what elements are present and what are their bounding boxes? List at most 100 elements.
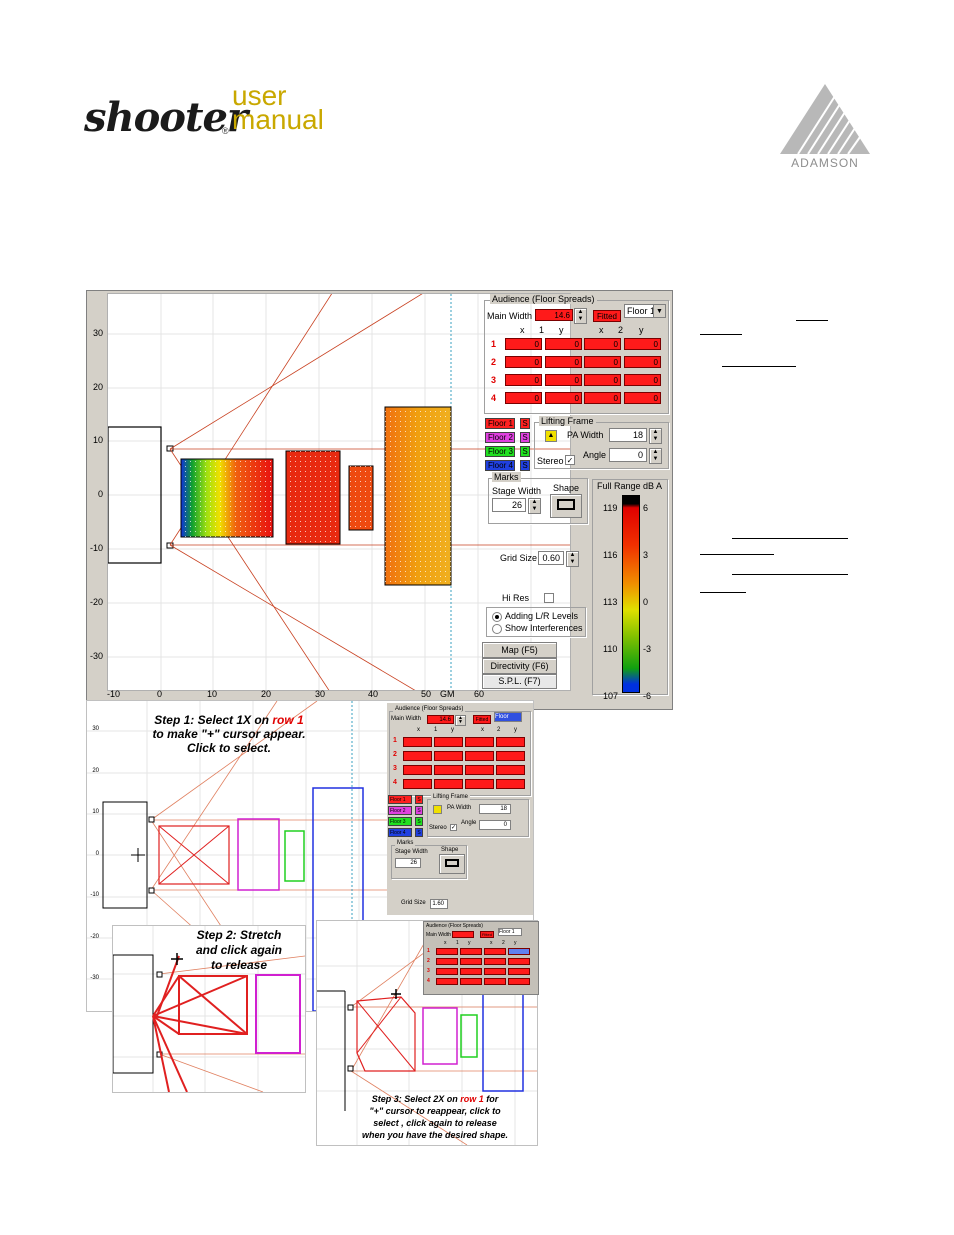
step3-cell[interactable] xyxy=(484,948,506,955)
step3-cell[interactable] xyxy=(484,968,506,975)
step1-cell[interactable] xyxy=(403,779,432,789)
stereo-checkbox[interactable]: ✓ xyxy=(565,455,575,465)
audience-cell[interactable]: 0 xyxy=(505,392,542,404)
step1-cell[interactable] xyxy=(496,765,525,775)
step1-floor-solo-button[interactable]: S xyxy=(415,795,423,804)
audience-cell[interactable]: 0 xyxy=(505,356,542,368)
audience-cell[interactable]: 0 xyxy=(545,338,582,350)
step3-cell[interactable] xyxy=(508,978,530,985)
step3-fitted-button[interactable]: Fitted xyxy=(480,931,494,938)
step1-floor-solo-button[interactable]: S xyxy=(415,806,423,815)
step1-stage-width-field[interactable]: 26 xyxy=(395,858,421,868)
step1-floor-solo-button[interactable]: S xyxy=(415,828,423,837)
audience-cell[interactable]: 0 xyxy=(505,374,542,386)
step1-floor-button[interactable]: Floor 3 xyxy=(388,817,412,826)
audience-cell[interactable]: 0 xyxy=(624,392,661,404)
pa-width-spinner[interactable]: ▲▼ xyxy=(649,428,662,444)
step1-cell[interactable] xyxy=(434,765,463,775)
stage-width-spinner[interactable]: ▲▼ xyxy=(528,498,541,514)
main-width-spinner[interactable]: ▲▼ xyxy=(574,308,587,324)
step1-cell[interactable] xyxy=(403,751,432,761)
step3-cell[interactable] xyxy=(460,978,482,985)
step1-floor-button[interactable]: Floor 4 xyxy=(388,828,412,837)
step1-cell[interactable] xyxy=(465,779,494,789)
pa-width-field[interactable]: 18 xyxy=(609,428,647,442)
floor-solo-button[interactable]: S xyxy=(520,446,530,457)
audience-cell[interactable]: 0 xyxy=(545,392,582,404)
stage-width-field[interactable]: 26 xyxy=(492,498,526,512)
step3-cell[interactable] xyxy=(484,978,506,985)
floor-solo-button[interactable]: S xyxy=(520,432,530,443)
floor-solo-button[interactable]: S xyxy=(520,460,530,471)
fitted-button[interactable]: Fitted xyxy=(593,310,621,322)
radio-adding-levels[interactable] xyxy=(492,612,502,622)
step3-cell[interactable] xyxy=(436,948,458,955)
step1-pa-width-field[interactable]: 18 xyxy=(479,804,511,814)
step3-cell[interactable] xyxy=(436,968,458,975)
spl-map-plot[interactable] xyxy=(107,283,571,705)
chevron-down-icon[interactable]: ▼ xyxy=(653,305,665,317)
step1-cell[interactable] xyxy=(434,751,463,761)
audience-cell[interactable]: 0 xyxy=(584,356,621,368)
step1-up-arrow-icon[interactable] xyxy=(433,805,442,814)
step3-floor-select[interactable]: Floor 1 xyxy=(498,928,522,936)
up-arrow-icon[interactable]: ▲ xyxy=(545,430,557,442)
step3-cell[interactable] xyxy=(484,958,506,965)
step3-cell[interactable] xyxy=(460,948,482,955)
audience-cell[interactable]: 0 xyxy=(505,338,542,350)
spl-button[interactable]: S.P.L. (F7) xyxy=(482,674,557,689)
step1-cell[interactable] xyxy=(465,765,494,775)
step3-cell[interactable] xyxy=(508,948,530,955)
step1-cell[interactable] xyxy=(465,737,494,747)
audience-cell[interactable]: 0 xyxy=(545,374,582,386)
step1-cell[interactable] xyxy=(496,779,525,789)
hi-res-checkbox[interactable] xyxy=(544,593,554,603)
step1-shape-button[interactable] xyxy=(439,854,465,874)
step3-cell[interactable] xyxy=(460,958,482,965)
floor-button[interactable]: Floor 4 xyxy=(485,460,515,471)
angle-spinner[interactable]: ▲▼ xyxy=(649,448,662,464)
floor-solo-button[interactable]: S xyxy=(520,418,530,429)
step3-cell[interactable] xyxy=(436,978,458,985)
shape-button[interactable] xyxy=(550,494,582,518)
step1-spinner[interactable]: ▲▼ xyxy=(455,715,466,726)
floor-select[interactable]: Floor 1▼ xyxy=(624,304,666,318)
step1-main-width-field[interactable]: 14.6 xyxy=(427,715,454,724)
step1-grid-size-field[interactable]: 1.60 xyxy=(430,899,448,909)
step1-stereo-checkbox[interactable]: ✓ xyxy=(450,824,457,831)
audience-cell[interactable]: 0 xyxy=(545,356,582,368)
map-button[interactable]: Map (F5) xyxy=(482,642,557,658)
step1-angle-field[interactable]: 0 xyxy=(479,820,511,830)
audience-cell[interactable]: 0 xyxy=(584,392,621,404)
radio-show-interferences[interactable] xyxy=(492,624,502,634)
step3-cell[interactable] xyxy=(460,968,482,975)
step1-cell[interactable] xyxy=(465,751,494,761)
step1-cell[interactable] xyxy=(434,779,463,789)
step1-cell[interactable] xyxy=(434,737,463,747)
step3-main-width-field[interactable] xyxy=(452,931,474,938)
step1-cell[interactable] xyxy=(496,751,525,761)
grid-size-spinner[interactable]: ▲▼ xyxy=(566,551,579,567)
directivity-button[interactable]: Directivity (F6) xyxy=(482,658,557,674)
step1-cell[interactable] xyxy=(403,737,432,747)
step3-cell[interactable] xyxy=(508,968,530,975)
step1-floor-select[interactable]: Floor xyxy=(494,712,522,722)
step1-floor-button[interactable]: Floor 2 xyxy=(388,806,412,815)
main-width-field[interactable]: 14.6 xyxy=(535,309,573,321)
step1-floor-solo-button[interactable]: S xyxy=(415,817,423,826)
audience-cell[interactable]: 0 xyxy=(584,338,621,350)
angle-field[interactable]: 0 xyxy=(609,448,647,462)
step1-floor-button[interactable]: Floor 1 xyxy=(388,795,412,804)
audience-cell[interactable]: 0 xyxy=(624,356,661,368)
step3-cell[interactable] xyxy=(508,958,530,965)
grid-size-field[interactable]: 0.60 xyxy=(538,551,564,565)
step3-cell[interactable] xyxy=(436,958,458,965)
floor-button[interactable]: Floor 2 xyxy=(485,432,515,443)
step1-cell[interactable] xyxy=(403,765,432,775)
step1-fitted-button[interactable]: Fitted xyxy=(473,715,491,724)
step1-cell[interactable] xyxy=(496,737,525,747)
floor-button[interactable]: Floor 1 xyxy=(485,418,515,429)
audience-cell[interactable]: 0 xyxy=(584,374,621,386)
audience-cell[interactable]: 0 xyxy=(624,374,661,386)
audience-cell[interactable]: 0 xyxy=(624,338,661,350)
